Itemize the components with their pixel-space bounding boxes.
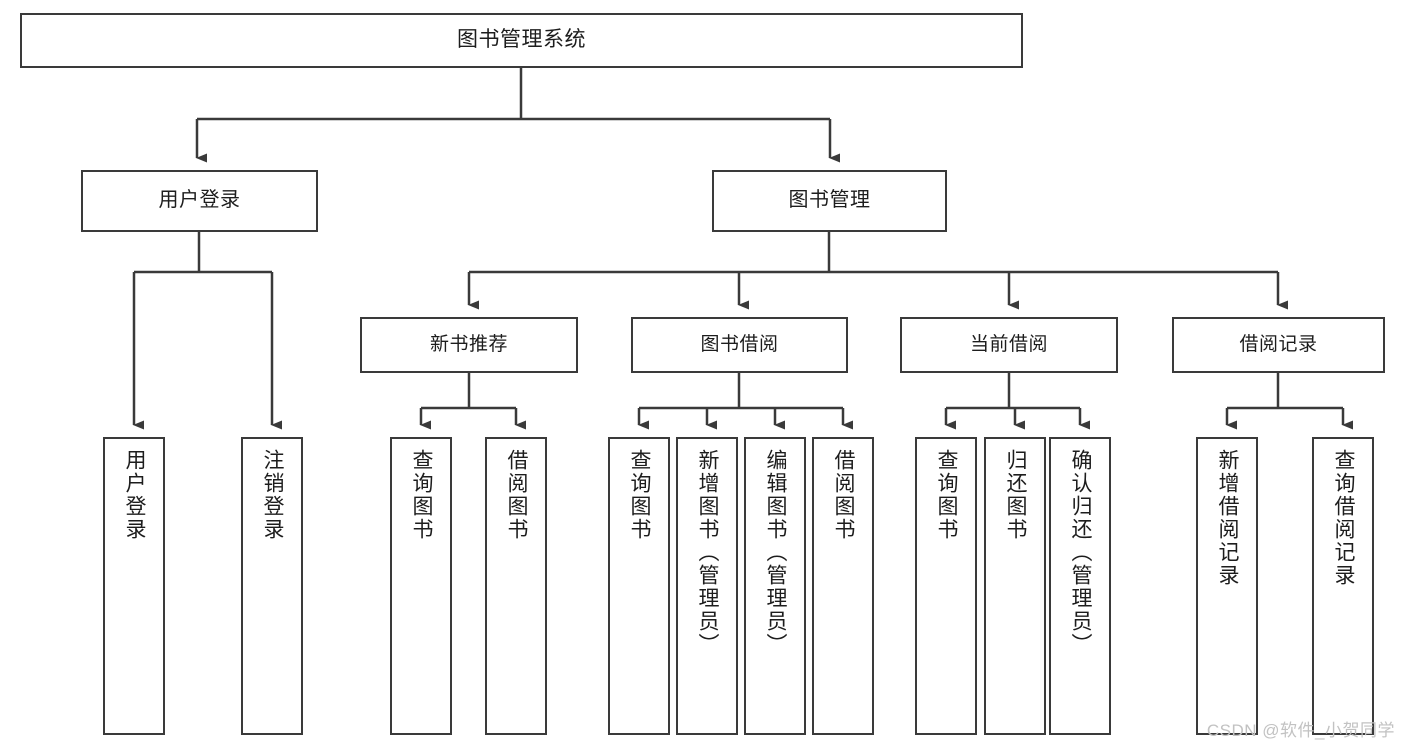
- leaf-current-return-book[interactable]: 归还图书: [984, 437, 1046, 735]
- node-current-borrow[interactable]: 当前借阅: [900, 317, 1118, 373]
- node-system-root[interactable]: 图书管理系统: [20, 13, 1023, 68]
- leaf-recommend-query-book[interactable]: 查询图书: [390, 437, 452, 735]
- node-user-login[interactable]: 用户登录: [81, 170, 318, 232]
- node-label: 查询图书: [935, 449, 959, 541]
- node-label: 用户登录: [158, 189, 241, 212]
- node-label: 借阅记录: [1239, 333, 1318, 355]
- leaf-recommend-borrow-book[interactable]: 借阅图书: [485, 437, 547, 735]
- leaf-record-add-record[interactable]: 新增借阅记录: [1196, 437, 1258, 735]
- node-label: 当前借阅: [969, 333, 1048, 355]
- node-label: 新增借阅记录: [1216, 449, 1240, 587]
- node-book-borrow[interactable]: 图书借阅: [631, 317, 848, 373]
- node-label: 图书管理: [788, 189, 871, 212]
- leaf-current-query-book[interactable]: 查询图书: [915, 437, 977, 735]
- node-label: 借阅图书: [832, 449, 856, 541]
- leaf-borrow-edit-book-admin[interactable]: 编辑图书（管理员）: [744, 437, 806, 735]
- node-label: 借阅图书: [505, 449, 529, 541]
- node-label: 注销登录: [261, 449, 285, 541]
- node-label: 查询借阅记录: [1332, 449, 1356, 587]
- node-book-management[interactable]: 图书管理: [712, 170, 947, 232]
- node-label: 查询图书: [628, 449, 652, 541]
- node-borrow-record[interactable]: 借阅记录: [1172, 317, 1385, 373]
- node-label: 编辑图书（管理员）: [764, 449, 788, 656]
- leaf-borrow-query-book[interactable]: 查询图书: [608, 437, 670, 735]
- leaf-record-query-record[interactable]: 查询借阅记录: [1312, 437, 1374, 735]
- node-label: 图书借阅: [700, 333, 779, 355]
- leaf-current-confirm-return-admin[interactable]: 确认归还（管理员）: [1049, 437, 1111, 735]
- node-label: 确认归还（管理员）: [1069, 449, 1093, 656]
- node-label: 图书管理系统: [457, 28, 586, 52]
- node-new-book-recommend[interactable]: 新书推荐: [360, 317, 578, 373]
- leaf-user-logout[interactable]: 注销登录: [241, 437, 303, 735]
- node-label: 归还图书: [1004, 449, 1028, 541]
- node-label: 新书推荐: [429, 333, 508, 355]
- leaf-borrow-add-book-admin[interactable]: 新增图书（管理员）: [676, 437, 738, 735]
- node-label: 查询图书: [410, 449, 434, 541]
- leaf-borrow-borrow-book[interactable]: 借阅图书: [812, 437, 874, 735]
- leaf-user-login[interactable]: 用户登录: [103, 437, 165, 735]
- node-label: 用户登录: [123, 449, 147, 541]
- node-label: 新增图书（管理员）: [696, 449, 720, 656]
- csdn-watermark: CSDN @软件_小贺同学: [1206, 721, 1395, 740]
